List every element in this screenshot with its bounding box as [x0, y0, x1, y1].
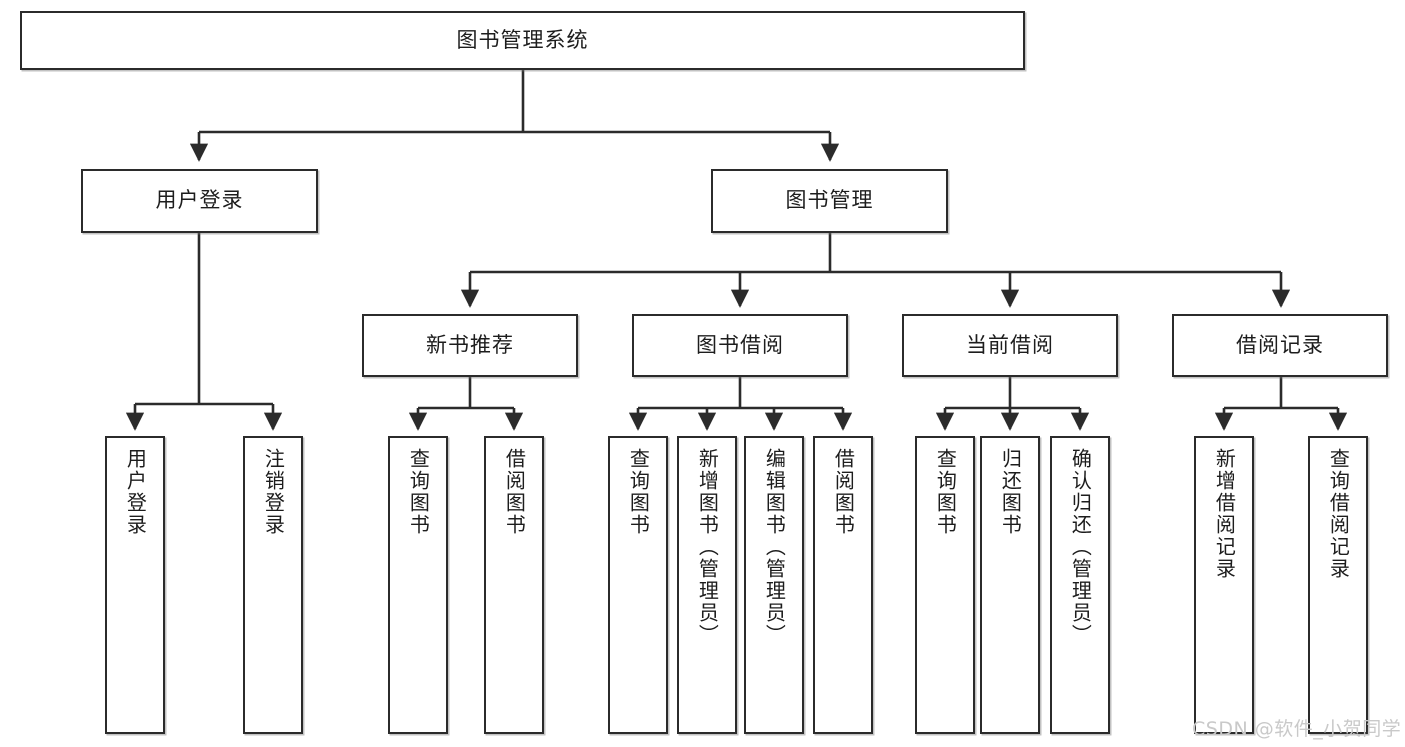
node-leaf-query-book-3[interactable]: 查询图书 — [915, 436, 975, 734]
node-leaf-borrow-book-2[interactable]: 借阅图书 — [813, 436, 873, 734]
node-current-borrow-label: 当前借阅 — [966, 332, 1054, 357]
node-leaf-query-book-1-label: 查询图书 — [406, 448, 431, 536]
node-user-login[interactable]: 用户登录 — [81, 169, 318, 233]
node-leaf-return-book[interactable]: 归还图书 — [980, 436, 1040, 734]
node-leaf-add-record[interactable]: 新增借阅记录 — [1194, 436, 1254, 734]
node-leaf-query-book-2[interactable]: 查询图书 — [608, 436, 668, 734]
node-leaf-confirm-return[interactable]: 确认归还（管理员） — [1050, 436, 1110, 734]
node-book-manage[interactable]: 图书管理 — [711, 169, 948, 233]
node-current-borrow[interactable]: 当前借阅 — [902, 314, 1118, 377]
node-borrow-record-label: 借阅记录 — [1236, 332, 1324, 357]
node-leaf-borrow-book-1[interactable]: 借阅图书 — [484, 436, 544, 734]
node-leaf-query-book-1[interactable]: 查询图书 — [388, 436, 448, 734]
node-leaf-add-record-label: 新增借阅记录 — [1212, 448, 1237, 580]
node-book-borrow-label: 图书借阅 — [696, 332, 784, 357]
node-leaf-user-login-label: 用户登录 — [123, 448, 148, 536]
node-user-login-label: 用户登录 — [155, 188, 244, 213]
node-leaf-query-book-3-label: 查询图书 — [933, 448, 958, 536]
node-leaf-confirm-return-label: 确认归还（管理员） — [1068, 448, 1093, 646]
csdn-watermark: CSDN @软件_小贺同学 — [1192, 718, 1402, 740]
node-leaf-return-book-label: 归还图书 — [998, 448, 1023, 536]
node-leaf-user-logout-label: 注销登录 — [261, 448, 286, 536]
node-book-manage-label: 图书管理 — [785, 188, 874, 213]
node-leaf-add-book-label: 新增图书（管理员） — [695, 448, 720, 646]
node-borrow-record[interactable]: 借阅记录 — [1172, 314, 1388, 377]
node-root-label: 图书管理系统 — [456, 27, 589, 52]
node-book-borrow[interactable]: 图书借阅 — [632, 314, 848, 377]
node-leaf-edit-book-label: 编辑图书（管理员） — [762, 448, 787, 646]
node-leaf-borrow-book-2-label: 借阅图书 — [831, 448, 856, 536]
node-new-book-recommend-label: 新书推荐 — [426, 332, 514, 357]
node-leaf-query-book-2-label: 查询图书 — [626, 448, 651, 536]
node-leaf-user-logout[interactable]: 注销登录 — [243, 436, 303, 734]
node-leaf-user-login[interactable]: 用户登录 — [105, 436, 165, 734]
node-root[interactable]: 图书管理系统 — [20, 11, 1025, 70]
node-leaf-borrow-book-1-label: 借阅图书 — [502, 448, 527, 536]
node-leaf-query-record-label: 查询借阅记录 — [1326, 448, 1351, 580]
node-leaf-add-book[interactable]: 新增图书（管理员） — [677, 436, 737, 734]
node-leaf-edit-book[interactable]: 编辑图书（管理员） — [744, 436, 804, 734]
node-leaf-query-record[interactable]: 查询借阅记录 — [1308, 436, 1368, 734]
node-new-book-recommend[interactable]: 新书推荐 — [362, 314, 578, 377]
